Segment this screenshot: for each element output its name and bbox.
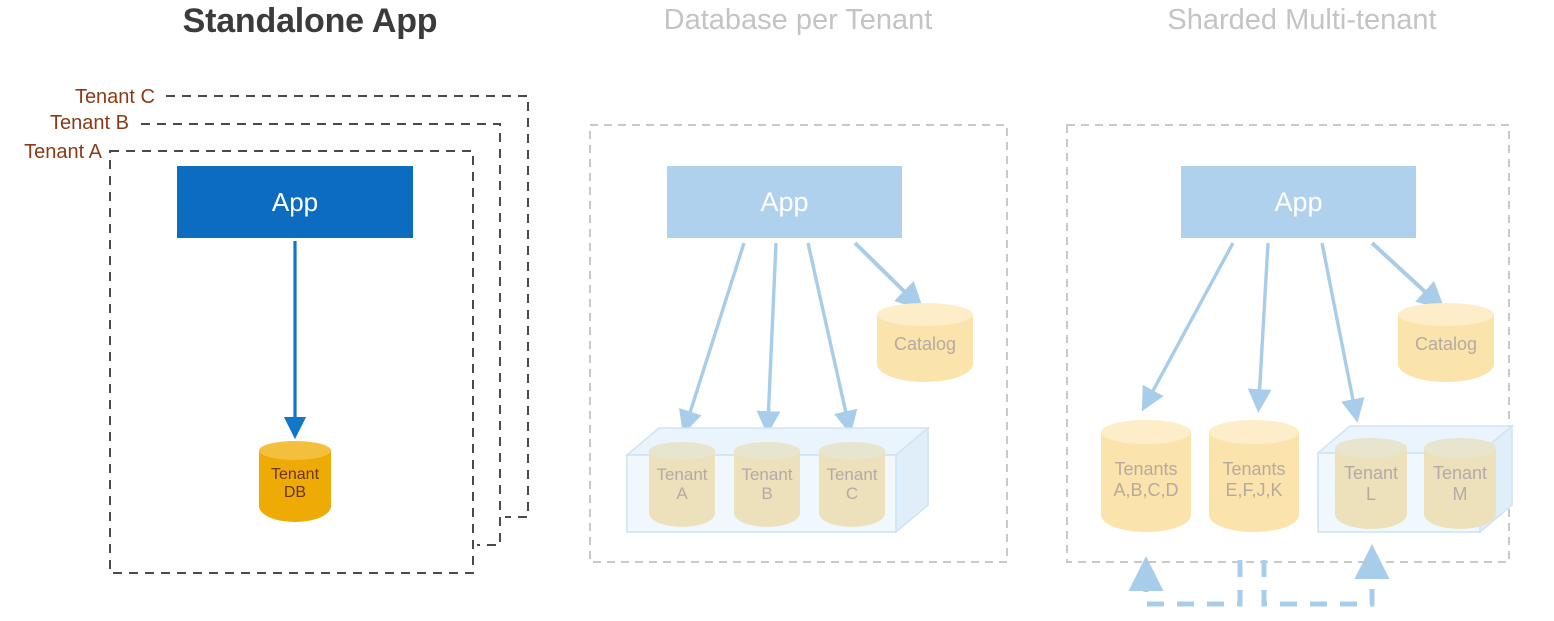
shard-rebalance-connectors [1128, 544, 1390, 607]
database-label: Tenant M [1432, 463, 1488, 504]
container-sharded-multi-tenant [1066, 124, 1510, 563]
container-database-per-tenant [589, 124, 1008, 563]
database-label: Tenants A,B,C,D [1113, 459, 1179, 500]
catalog-cylinder-mid[interactable]: Catalog [877, 303, 973, 391]
panel-title-sharded-multi-tenant: Sharded Multi-tenant [1167, 4, 1437, 36]
tenant-frame-b [141, 123, 501, 546]
catalog-label: Catalog [893, 334, 957, 354]
cylinder-top [1335, 438, 1407, 458]
tenant-frame-label-a: Tenant A [24, 141, 102, 163]
cylinder-top [259, 441, 331, 460]
catalog-cylinder-right[interactable]: Catalog [1398, 303, 1494, 391]
app-box-sharded-multi-tenant[interactable]: App [1181, 166, 1416, 238]
cylinder-body [819, 451, 885, 527]
cylinder-body [734, 451, 800, 527]
arrows-app-to-shards [1141, 241, 1446, 423]
database-cylinder-tenant-l[interactable]: Tenant L [1335, 438, 1407, 538]
arrows-app-to-databases-mid [678, 241, 924, 435]
tenant-frame-label-c: Tenant C [74, 86, 155, 108]
tenant-frame-c [166, 95, 529, 518]
tenant-frame-label-b: Tenant B [50, 112, 129, 134]
database-label: Tenant B [741, 465, 793, 504]
app-box-standalone[interactable]: App [177, 166, 413, 238]
database-label: Tenant A [656, 465, 708, 504]
cylinder-body [1101, 432, 1191, 532]
cylinder-top [734, 442, 800, 460]
cylinder-top [1101, 420, 1191, 444]
tenant-frame-a [109, 150, 474, 574]
database-cylinder-tenant-db[interactable]: Tenant DB [259, 441, 331, 529]
cylinder-body [1209, 432, 1299, 532]
database-label: Tenant L [1343, 463, 1399, 504]
database-label: Tenant C [826, 465, 878, 504]
database-cylinder-tenant-b[interactable]: Tenant B [734, 442, 800, 536]
cylinder-body [1424, 448, 1496, 529]
database-cylinder-tenant-m[interactable]: Tenant M [1424, 438, 1496, 538]
cylinder-top [649, 442, 715, 460]
panel-title-standalone: Standalone App [182, 2, 438, 40]
app-box-database-per-tenant[interactable]: App [667, 166, 902, 238]
database-cylinder-tenant-a[interactable]: Tenant A [649, 442, 715, 536]
cylinder-body [259, 450, 331, 522]
cylinder-body [1335, 448, 1407, 529]
database-cylinder-shard-efjk[interactable]: Tenants E,F,J,K [1209, 420, 1299, 544]
catalog-label: Catalog [1414, 334, 1478, 354]
database-label: Tenants E,F,J,K [1222, 459, 1286, 500]
database-label: Tenant DB [270, 466, 320, 502]
panel-title-database-per-tenant: Database per Tenant [663, 4, 933, 36]
cylinder-top [819, 442, 885, 460]
cylinder-body [649, 451, 715, 527]
database-cylinder-tenant-c[interactable]: Tenant C [819, 442, 885, 536]
database-cylinder-shard-abcd[interactable]: Tenants A,B,C,D [1101, 420, 1191, 544]
cylinder-top [877, 303, 973, 326]
cylinder-top [1398, 303, 1494, 326]
cylinder-top [1424, 438, 1496, 458]
cylinder-top [1209, 420, 1299, 444]
